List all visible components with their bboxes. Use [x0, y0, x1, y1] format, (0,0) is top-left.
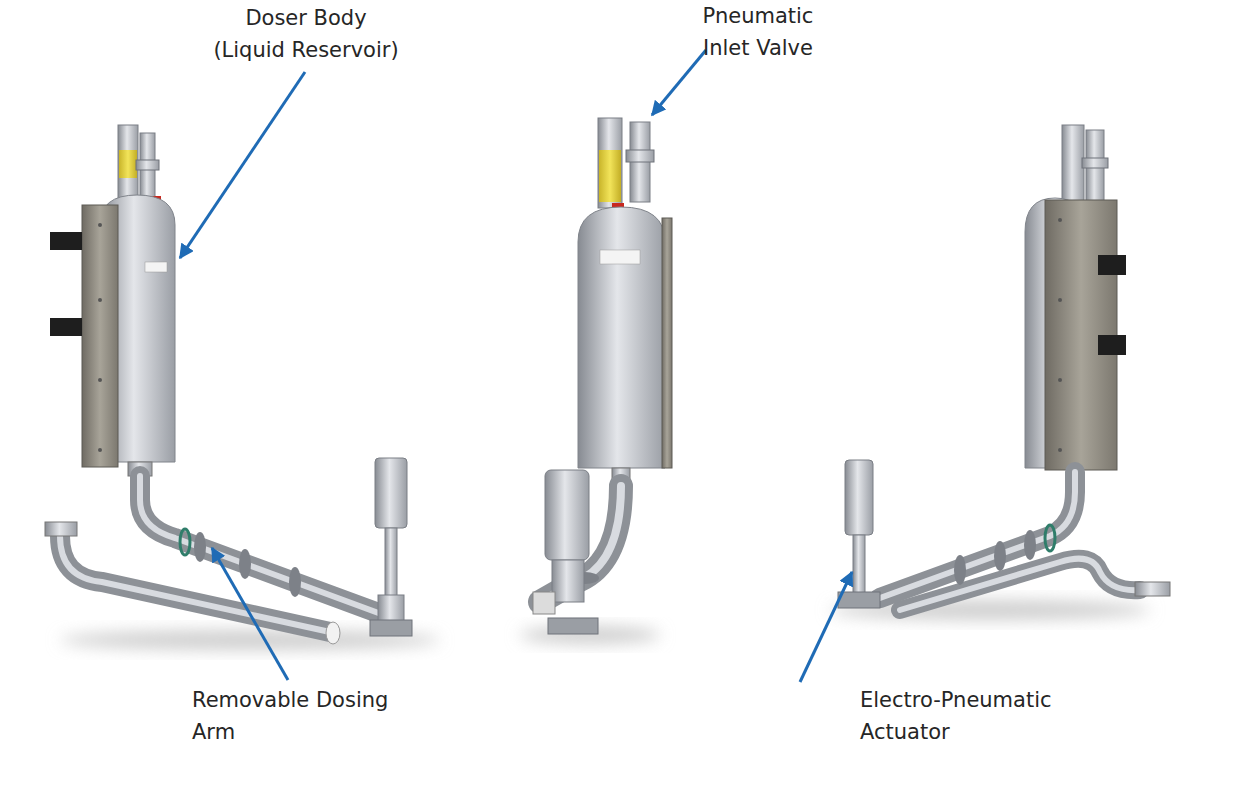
clamp — [50, 318, 82, 336]
flange — [289, 567, 301, 597]
flange — [1024, 530, 1036, 560]
bolt — [1058, 298, 1062, 302]
valve-base — [838, 592, 880, 608]
yellow-label — [599, 150, 621, 202]
nameplate — [600, 250, 640, 264]
leader-arrow — [652, 50, 706, 115]
fitting — [1135, 582, 1170, 596]
clamp — [50, 232, 82, 250]
pipe-end — [326, 622, 340, 644]
bolt — [1058, 218, 1062, 222]
pipe — [140, 476, 392, 618]
bolt — [1058, 448, 1062, 452]
tube — [1062, 125, 1084, 205]
mounting-plate — [662, 218, 672, 468]
valve-base — [370, 620, 412, 636]
collar — [626, 150, 654, 162]
clamp — [1098, 255, 1126, 275]
o-ring — [180, 529, 190, 555]
pipe-end — [533, 592, 555, 614]
actuator-cylinder — [375, 458, 407, 528]
collar — [136, 160, 159, 170]
leader-arrow — [212, 548, 288, 680]
bolt — [98, 223, 102, 227]
valve-body — [552, 560, 584, 602]
o-ring — [1045, 525, 1055, 551]
bolt — [1058, 378, 1062, 382]
flange — [994, 541, 1006, 571]
callout-label: Pneumatic Inlet Valve — [688, 0, 828, 64]
actuator-stem — [385, 528, 397, 598]
fitting — [45, 522, 77, 536]
actuator-cylinder — [545, 470, 589, 560]
leader-arrow — [800, 572, 852, 682]
tube — [598, 118, 622, 208]
valve-body — [378, 595, 404, 623]
bolt — [98, 378, 102, 382]
valve-base — [548, 618, 598, 634]
actuator-cylinder — [845, 460, 873, 535]
callout-label: Electro-Pneumatic Actuator — [860, 684, 1100, 748]
pipe-highlight — [140, 476, 392, 618]
flange — [954, 555, 966, 585]
clamp — [1098, 335, 1126, 355]
bolt — [98, 298, 102, 302]
tube — [118, 125, 138, 203]
flange — [239, 549, 251, 579]
reservoir-cylinder — [578, 207, 665, 468]
nameplate — [145, 262, 167, 272]
mounting-plate — [82, 205, 118, 467]
bolt — [98, 448, 102, 452]
callout-label: Doser Body (Liquid Reservoir) — [208, 2, 404, 66]
flange — [194, 532, 206, 562]
yellow-label — [119, 150, 137, 178]
pipe-highlight — [880, 472, 1075, 598]
callout-label: Removable Dosing Arm — [192, 684, 417, 748]
collar — [1082, 158, 1108, 168]
pipe — [880, 472, 1075, 598]
actuator-stem — [853, 535, 865, 593]
leader-arrow — [180, 72, 305, 258]
